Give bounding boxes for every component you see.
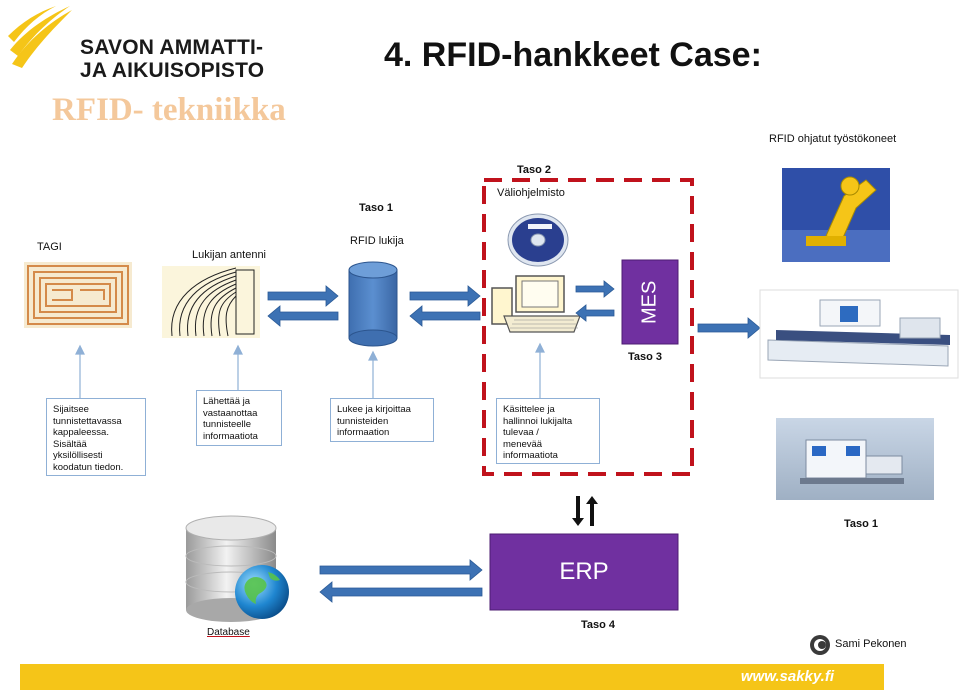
note-connectors: [75, 342, 545, 398]
arrows-antenna-reader: [267, 285, 339, 327]
page-subtitle: RFID- tekniikka: [52, 92, 286, 128]
logo-swoosh-icon: [8, 6, 72, 68]
small-machine-image: [776, 418, 934, 500]
computer-icon: [491, 275, 581, 333]
reader-label: RFID lukija: [350, 235, 404, 247]
arrows-computer-mes: [575, 280, 615, 322]
arrow-mes-machines: [697, 317, 761, 339]
footer-bar: www.sakky.fi: [20, 664, 884, 690]
machines-level-label: Taso 1: [844, 518, 879, 530]
middleware-label: Väliohjelmisto: [497, 187, 565, 199]
logo-text-line1: SAVON AMMATTI-: [80, 36, 264, 59]
cnc-machine-image: [759, 289, 959, 379]
robot-machine-image: [782, 168, 890, 262]
mes-level-label: Taso 3: [628, 351, 663, 363]
author-name: Sami Pekonen: [835, 638, 907, 650]
middleware-dashed-frame: [482, 178, 694, 476]
arrows-middleware-erp: [572, 496, 598, 526]
reader-level-label: Taso 1: [359, 202, 394, 214]
erp-label: ERP: [559, 558, 609, 585]
arrows-database-erp: [319, 559, 483, 603]
globe-icon: [235, 565, 289, 619]
software-cd-icon: [507, 213, 569, 267]
reader-antenna-image: [162, 266, 260, 338]
mes-label: MES: [638, 280, 661, 324]
logo-text-line2: JA AIKUISOPISTO: [80, 59, 265, 82]
erp-level-label: Taso 4: [581, 619, 616, 631]
machines-title: RFID ohjatut työstökoneet: [769, 133, 897, 145]
erp-box: [489, 533, 679, 611]
page-title: 4. RFID-hankkeet Case:: [384, 36, 762, 74]
author-logo-icon: [810, 635, 830, 655]
rfid-reader-icon: [348, 261, 398, 347]
antenna-label: Lukijan antenni: [192, 249, 267, 261]
tag-image: [24, 262, 132, 328]
database-label: Database: [207, 627, 250, 638]
footer-url-link[interactable]: www.sakky.fi: [740, 668, 834, 685]
arrows-reader-middleware: [409, 285, 481, 327]
mes-box: [621, 259, 679, 345]
middleware-level-label: Taso 2: [517, 164, 552, 176]
tag-label: TAGI: [37, 241, 62, 253]
